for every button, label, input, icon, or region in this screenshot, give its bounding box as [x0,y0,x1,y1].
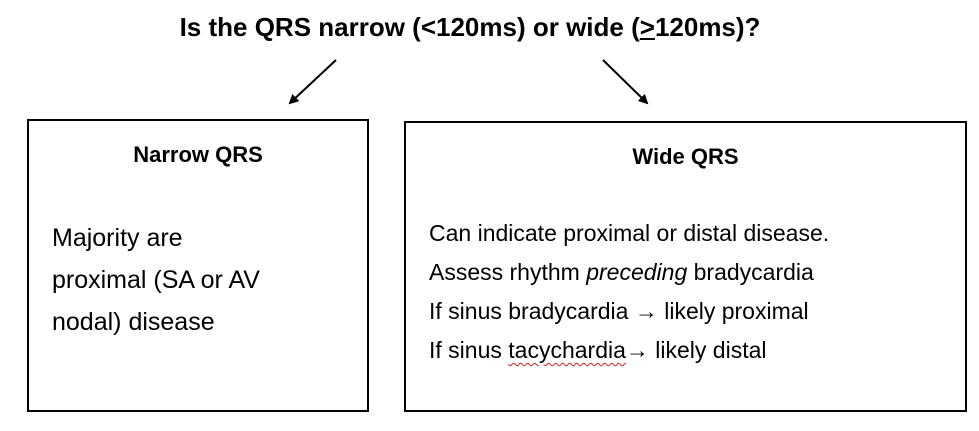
wide-line-1: Can indicate proximal or distal disease. [429,220,830,246]
wide-line-2-emphasis: preceding [586,259,688,285]
question-underlined-symbol: > [639,12,655,42]
wide-line-2-post: bradycardia [687,259,814,285]
question-text-pre: Is the QRS narrow (<120ms) or wide ( [179,12,640,42]
wide-qrs-text: Can indicate proximal or distal disease.… [429,214,959,370]
wide-line-2: Assess rhythm preceding bradycardia [429,253,959,292]
right-arrow-icon: → [634,298,658,324]
arrow-to-narrow [288,59,337,105]
right-arrow-icon: → [625,337,649,363]
spellcheck-flagged-word: tacychardia [508,337,626,363]
question-heading: Is the QRS narrow (<120ms) or wide (>120… [0,12,940,43]
wide-line-3: If sinus bradycardia → likely proximal [429,292,959,331]
wide-line-3-post: likely proximal [657,298,809,324]
wide-qrs-title: Wide QRS [632,144,739,169]
narrow-qrs-text: Majority are proximal (SA or AV nodal) d… [52,217,352,343]
question-text-post: 120ms)? [654,12,761,42]
narrow-qrs-box: Narrow QRS Majority are proximal (SA or … [27,119,369,412]
wide-line-4-post: likely distal [648,337,767,363]
wide-line-4: If sinus tacychardia→ likely distal [429,331,959,370]
wide-line-2-pre: Assess rhythm [429,259,587,285]
narrow-qrs-title: Narrow QRS [133,142,263,167]
wide-qrs-box: Wide QRS Can indicate proximal or distal… [404,121,967,412]
narrow-line-3: nodal) disease [52,308,215,336]
narrow-line-1: Majority are [52,224,183,252]
arrow-to-wide [602,59,649,105]
narrow-line-2: proximal (SA or AV [52,266,260,294]
wide-line-4-pre: If sinus [429,337,509,363]
wide-line-3-pre: If sinus bradycardia [429,298,635,324]
